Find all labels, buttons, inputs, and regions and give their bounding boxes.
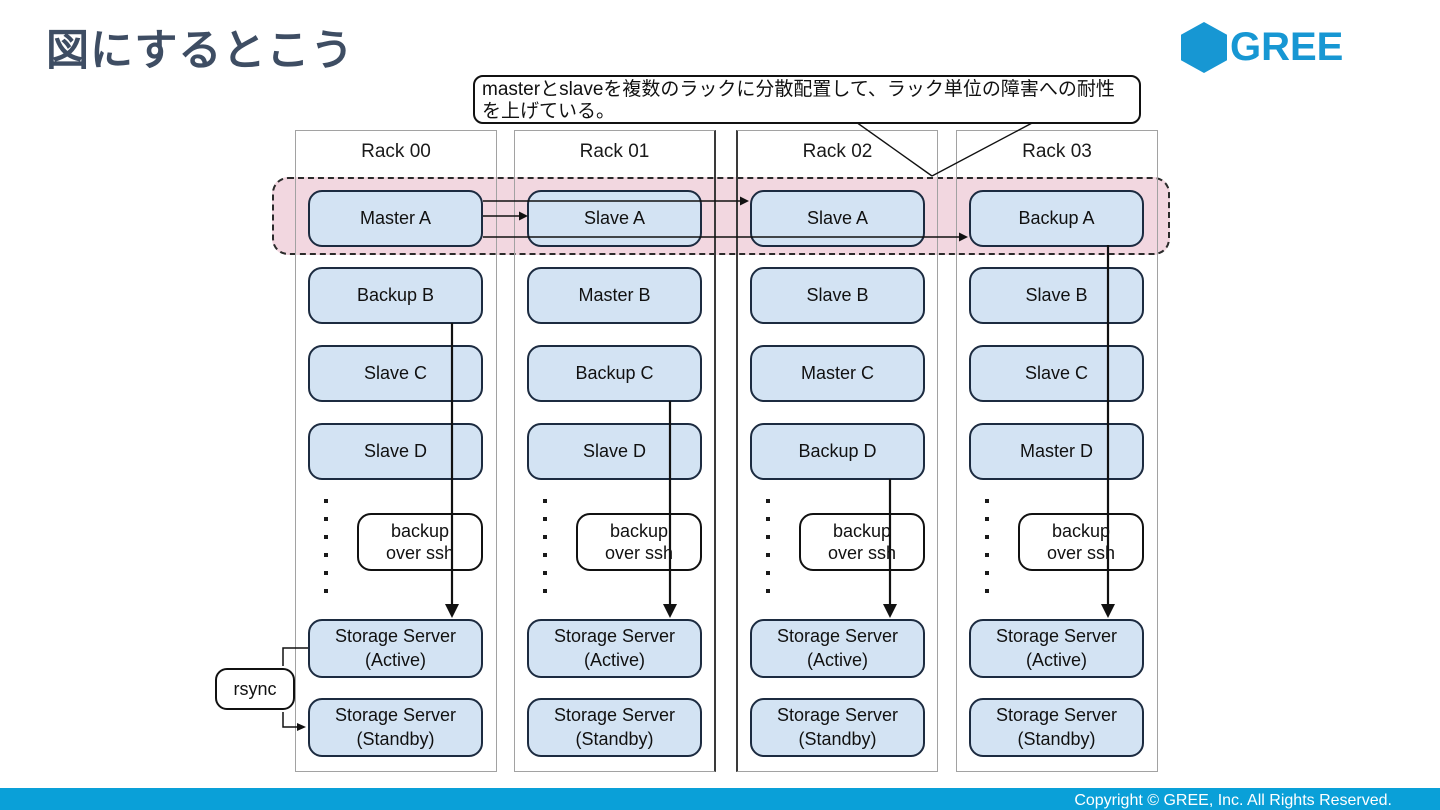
ellipsis-dots <box>324 499 328 607</box>
rack-title: Rack 01 <box>579 141 650 162</box>
storage-standby-box: Storage Server (Standby) <box>308 698 483 757</box>
server-box: Master D <box>969 423 1144 480</box>
server-box: Backup C <box>527 345 702 402</box>
backup-over-ssh-box: backup over ssh <box>576 513 702 571</box>
server-box: Slave B <box>750 267 925 324</box>
rack-column-00: Rack 00 Master A Backup B Slave C Slave … <box>295 130 497 772</box>
server-box: Slave A <box>527 190 702 247</box>
storage-standby-box: Storage Server (Standby) <box>969 698 1144 757</box>
server-box: Slave C <box>969 345 1144 402</box>
server-box: Master C <box>750 345 925 402</box>
ellipsis-dots <box>543 499 547 607</box>
server-box: Master A <box>308 190 483 247</box>
gree-logo: GREE <box>1181 22 1343 73</box>
copyright-text: Copyright © GREE, Inc. All Rights Reserv… <box>1074 792 1392 809</box>
footer-bar: Copyright © GREE, Inc. All Rights Reserv… <box>0 788 1440 810</box>
storage-active-box: Storage Server (Active) <box>308 619 483 678</box>
storage-standby-box: Storage Server (Standby) <box>527 698 702 757</box>
backup-over-ssh-box: backup over ssh <box>799 513 925 571</box>
server-box: Slave D <box>308 423 483 480</box>
server-box: Master B <box>527 267 702 324</box>
ellipsis-dots <box>985 499 989 607</box>
rack-title: Rack 02 <box>802 141 873 162</box>
storage-active-box: Storage Server (Active) <box>969 619 1144 678</box>
server-box: Slave A <box>750 190 925 247</box>
rsync-label-box: rsync <box>215 668 295 710</box>
storage-active-box: Storage Server (Active) <box>527 619 702 678</box>
ellipsis-dots <box>766 499 770 607</box>
storage-active-box: Storage Server (Active) <box>750 619 925 678</box>
server-box: Slave D <box>527 423 702 480</box>
rack-title: Rack 00 <box>361 141 431 162</box>
server-box: Backup B <box>308 267 483 324</box>
rack-column-03: Rack 03 Backup A Slave B Slave C Master … <box>956 130 1158 772</box>
rack-column-01: Rack 01 Slave A Master B Backup C Slave … <box>514 130 716 772</box>
logo-text: GREE <box>1230 25 1344 69</box>
server-box: Backup A <box>969 190 1144 247</box>
callout-note: masterとslaveを複数のラックに分散配置して、ラック単位の障害への耐性を… <box>473 75 1141 124</box>
page-title: 図にするとこう <box>46 27 355 75</box>
backup-over-ssh-box: backup over ssh <box>357 513 483 571</box>
rack-column-02: Rack 02 Slave A Slave B Master C Backup … <box>736 130 938 772</box>
rack-title: Rack 03 <box>1022 141 1092 162</box>
hexagon-icon <box>1181 22 1227 73</box>
storage-standby-box: Storage Server (Standby) <box>750 698 925 757</box>
server-box: Slave B <box>969 267 1144 324</box>
server-box: Slave C <box>308 345 483 402</box>
server-box: Backup D <box>750 423 925 480</box>
backup-over-ssh-box: backup over ssh <box>1018 513 1144 571</box>
